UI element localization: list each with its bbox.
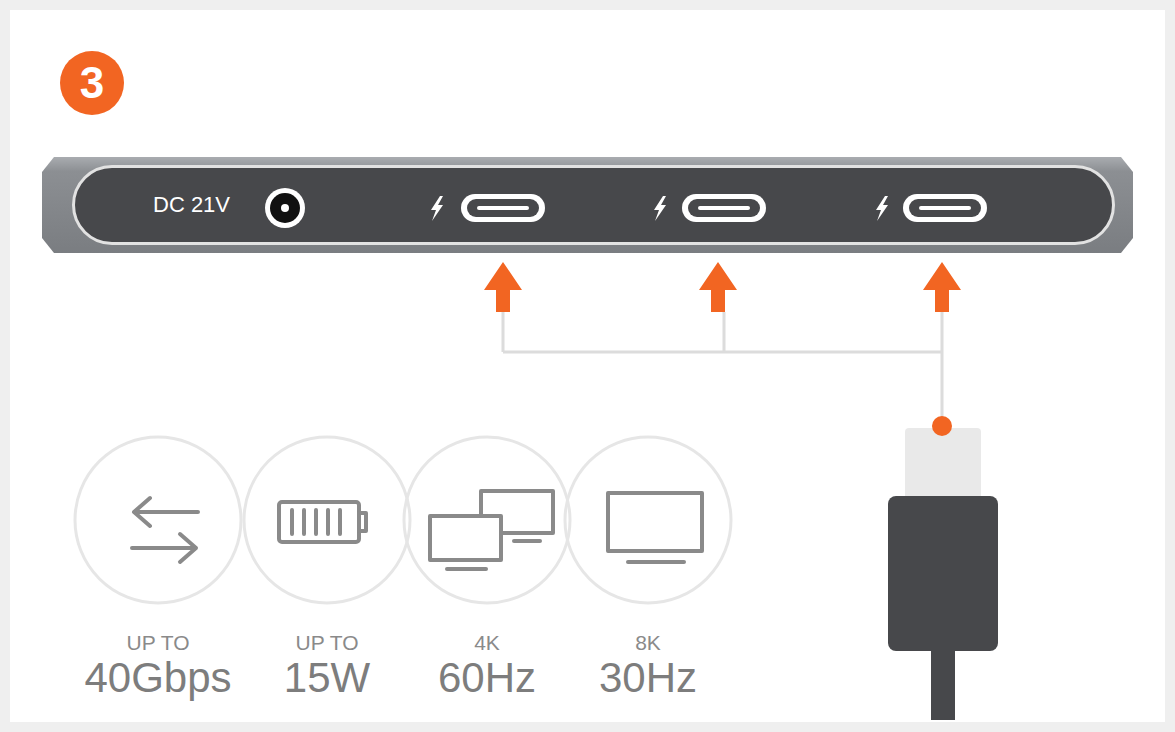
- spec-circle-outline: [565, 437, 731, 603]
- spec-value: 60Hz: [372, 655, 602, 701]
- battery-icon: [279, 502, 359, 542]
- monitor-icon: [430, 516, 501, 560]
- battery-terminal: [359, 513, 366, 531]
- spec-circle-outline: [75, 437, 241, 603]
- cable: [931, 645, 955, 720]
- dc-jack-pin: [281, 204, 289, 212]
- circle-outline-svg: [242, 435, 412, 605]
- page-frame: [5, 5, 1170, 727]
- battery-bars: [292, 510, 340, 534]
- port-opening: [688, 199, 760, 217]
- monitor-stand: [447, 567, 486, 571]
- circle-outline-svg: [563, 435, 733, 605]
- monitor-icon: [608, 493, 702, 551]
- port-opening: [467, 199, 539, 217]
- spec-circle: UP TO15W: [242, 435, 412, 605]
- usb-c-port: [431, 194, 545, 222]
- connector-plug-body: [888, 496, 998, 651]
- spec-caption: 8K: [533, 631, 763, 655]
- callout-number: 3: [60, 51, 124, 115]
- port-tongue: [698, 206, 750, 210]
- port-outline: [903, 194, 987, 222]
- port-tongue: [919, 206, 971, 210]
- spec-circle: 4K60Hz: [402, 435, 572, 605]
- insert-arrow: [699, 262, 737, 312]
- thunderbolt-icon: [431, 196, 443, 221]
- dc-jack-ring: [265, 188, 305, 228]
- usb-c-port: [876, 194, 987, 222]
- port-outline: [682, 194, 766, 222]
- leader-lines: [503, 312, 942, 426]
- monitor-stand: [628, 560, 684, 564]
- spec-caption: 4K: [372, 631, 602, 655]
- connector-plug-metal: [905, 428, 981, 500]
- transfer-arrow-icon: [134, 498, 198, 526]
- thunderbolt-icon: [876, 196, 888, 221]
- usb-c-port: [654, 194, 766, 222]
- callout-circle: [60, 51, 124, 115]
- device-panel: DC 21V: [72, 165, 1115, 245]
- insert-arrow: [484, 262, 522, 312]
- spec-caption: UP TO: [43, 631, 273, 655]
- dc-jack-socket: [270, 193, 300, 223]
- spec-value: 40Gbps: [43, 655, 273, 701]
- port-opening: [909, 199, 981, 217]
- device-housing: [42, 157, 1133, 253]
- insert-arrow: [923, 262, 961, 312]
- spec-caption: UP TO: [212, 631, 442, 655]
- leader-dot: [932, 416, 952, 436]
- spec-value: 30Hz: [533, 655, 763, 701]
- port-outline: [461, 194, 545, 222]
- spec-circle: UP TO40Gbps: [73, 435, 243, 605]
- thunderbolt-icon: [654, 196, 666, 221]
- spec-value: 15W: [212, 655, 442, 701]
- spec-circle-outline: [404, 437, 570, 603]
- port-tongue: [477, 206, 529, 210]
- circle-outline-svg: [73, 435, 243, 605]
- spec-circle: 8K30Hz: [563, 435, 733, 605]
- spec-circle-outline: [244, 437, 410, 603]
- port-label: DC 21V: [153, 168, 273, 242]
- monitor-stand: [514, 539, 540, 543]
- circle-outline-svg: [402, 435, 572, 605]
- transfer-arrow-icon: [132, 534, 196, 562]
